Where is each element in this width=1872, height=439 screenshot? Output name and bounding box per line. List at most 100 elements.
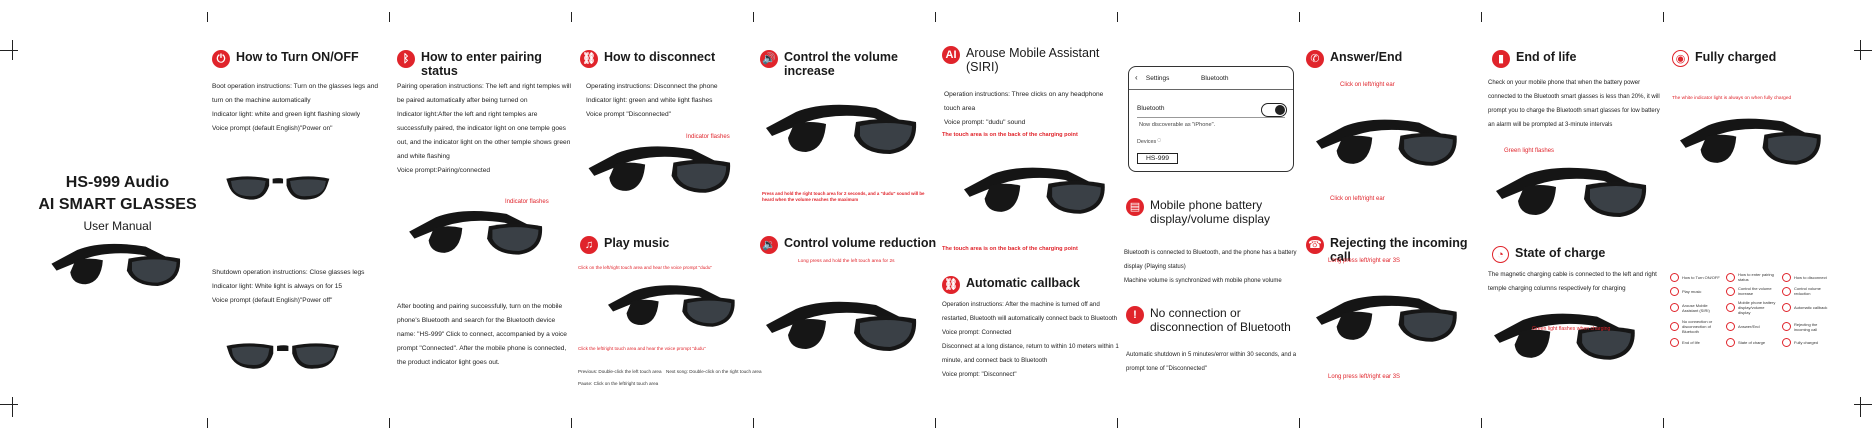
turn-on-off-title: ⏻ How to Turn ON/OFF — [212, 50, 359, 68]
phone-bluetooth-mockup: ‹ Settings Bluetooth Bluetooth Now disco… — [1128, 66, 1294, 172]
battery-display-title: ▤ Mobile phone battery display/volume di… — [1126, 198, 1300, 226]
phone-devices-label: Devices — [1137, 139, 1157, 145]
legend-dot-icon — [1670, 322, 1679, 331]
fully-charged-title: ◉ Fully charged — [1672, 50, 1776, 67]
pairing-glasses-image — [409, 211, 543, 255]
battery-icon: ▤ — [1126, 198, 1144, 216]
play-music-top-label: Click on the left/right touch area and h… — [578, 265, 713, 270]
legend-item: Arouse Mobile Assistant (SIRI) — [1670, 300, 1722, 315]
fully-charged-panel: ◉ Fully charged The white indicator ligh… — [1670, 0, 1860, 439]
legend-dot-icon — [1782, 338, 1791, 347]
siri-top-label: The touch area is on the back of the cha… — [942, 132, 1078, 138]
siri-panel: AI Arouse Mobile Assistant (SIRI) Operat… — [942, 0, 1122, 439]
legend-dot-icon — [1782, 286, 1791, 296]
legend-item: No connection or disconnection of Blueto… — [1670, 319, 1722, 334]
legend-item: Control the volume increase — [1726, 286, 1778, 296]
legend-dot-icon — [1670, 338, 1679, 347]
end-of-life-glasses-image — [1496, 167, 1647, 217]
end-of-life-label: Green light flashes — [1504, 148, 1555, 154]
legend-item: Automatic callback — [1782, 300, 1834, 315]
legend-item: End of life — [1670, 338, 1722, 347]
play-music-note-pause: Pause: Click on the left/right touch are… — [578, 381, 659, 386]
legend-item: How to enter pairing status — [1726, 272, 1778, 282]
volume-increase-glasses-image — [766, 104, 917, 154]
phone-back-button[interactable]: ‹ Settings — [1135, 73, 1170, 82]
cover-product: AI SMART GLASSES — [38, 196, 197, 213]
disconnect-glasses-image — [588, 146, 731, 193]
play-music-note-next: Next song: Double-click on the right tou… — [666, 369, 762, 374]
no-connection-text: Automatic shutdown in 5 minutes/error wi… — [1126, 352, 1297, 372]
link-icon: ⛓ — [580, 50, 598, 68]
end-of-life-title: ▮ End of life — [1492, 50, 1576, 68]
end-of-life-text: Check on your mobile phone that when the… — [1488, 80, 1660, 128]
disconnect-panel: ⛓ How to disconnect Operating instructio… — [578, 0, 762, 439]
fully-charged-label: The white indicator light is always on w… — [1672, 96, 1792, 101]
answer-end-top-label: Click on left/right ear — [1340, 82, 1395, 88]
play-music-note-previous: Previous: Double-click the left touch ar… — [578, 369, 662, 374]
volume-reduction-glasses-image — [766, 301, 917, 351]
answer-end-title: ✆ Answer/End — [1306, 50, 1402, 68]
cover-panel: HS-999 Audio AI SMART GLASSES User Manua… — [30, 0, 205, 439]
siri-bottom-label: The touch area is on the back of the cha… — [942, 246, 1078, 252]
cover-model: HS-999 Audio — [65, 174, 170, 191]
state-of-charge-text: The magnetic charging cable is connected… — [1488, 271, 1657, 292]
play-music-bottom-label: Click the left/right touch area and hear… — [578, 346, 706, 351]
volume-increase-label: Press and hold the right touch area for … — [762, 191, 925, 202]
pairing-title: ᛒ How to enter pairing status — [397, 50, 575, 78]
siri-text: Operation instructions: Three clicks on … — [944, 91, 1104, 126]
legend-item: How to disconnect — [1782, 272, 1834, 282]
volume-panel: 🔊 Control the volume increase Press and … — [760, 0, 940, 439]
battery-full-icon: ◉ — [1672, 50, 1689, 67]
play-music-title: ♫ Play music — [580, 236, 669, 254]
phone-bluetooth-row-label: Bluetooth — [1137, 105, 1165, 112]
glasses-front-image — [226, 176, 330, 200]
callback-title: ⛓ Automatic callback — [942, 276, 1080, 294]
answer-end-glasses-image — [1316, 119, 1457, 166]
legend-dot-icon — [1670, 303, 1679, 312]
callback-text: Operation instructions: After the machin… — [942, 301, 1119, 378]
phone-discoverable-text: Now discoverable as "iPhone". — [1139, 122, 1216, 128]
legend-item: Mobile phone battery display/volume disp… — [1726, 300, 1778, 315]
answer-end-bottom-label: Click on left/right ear — [1330, 196, 1385, 202]
bluetooth-toggle[interactable] — [1261, 103, 1287, 117]
legend-item: Play music — [1670, 286, 1722, 296]
battery-display-text: Bluetooth is connected to Bluetooth, and… — [1124, 250, 1297, 284]
siri-glasses-image — [964, 167, 1105, 214]
state-of-charge-label: Green light flashes when charging — [1532, 326, 1611, 332]
pairing-text: Pairing operation instructions: The left… — [397, 83, 571, 174]
legend-dot-icon — [1726, 322, 1735, 331]
volume-increase-title: 🔊 Control the volume increase — [760, 50, 940, 78]
no-connection-title: ! No connection or disconnection of Blue… — [1126, 306, 1306, 334]
legend-item: Rejecting the incoming call — [1782, 319, 1834, 334]
legend-dot-icon — [1670, 272, 1679, 282]
pairing-connect-text: After booting and pairing successfully, … — [397, 303, 567, 366]
legend-dot-icon — [1726, 286, 1735, 296]
disconnect-text: Operating instructions: Disconnect the p… — [586, 83, 718, 118]
disconnect-title: ⛓ How to disconnect — [580, 50, 715, 68]
legend-item: Fully charged — [1782, 338, 1834, 347]
warning-icon: ! — [1126, 306, 1144, 324]
legend-dot-icon — [1726, 303, 1735, 312]
volume-down-icon: 🔉 — [760, 236, 778, 254]
state-of-charge-glasses-image — [1494, 313, 1635, 360]
volume-up-icon: 🔊 — [760, 50, 778, 68]
reject-title: ☎ Rejecting the incoming call — [1306, 236, 1486, 264]
cover-glasses-image — [51, 243, 181, 286]
pairing-panel: ᛒ How to enter pairing status Pairing op… — [395, 0, 575, 439]
cover-subtitle: User Manual — [83, 219, 152, 233]
bluetooth-panel: ‹ Settings Bluetooth Bluetooth Now disco… — [1124, 0, 1304, 439]
legend-item: State of charge — [1726, 338, 1778, 347]
ai-icon: AI — [942, 46, 960, 64]
volume-reduction-title: 🔉 Control volume reduction — [760, 236, 936, 254]
legend-item: Answer/End — [1726, 319, 1778, 334]
siri-title: AI Arouse Mobile Assistant (SIRI) — [942, 46, 1106, 74]
chevron-left-icon: ‹ — [1135, 73, 1138, 82]
battery-panel: ▮ End of life Check on your mobile phone… — [1488, 0, 1668, 439]
glasses-front-image-2 — [226, 343, 339, 369]
legend-dot-icon — [1670, 286, 1679, 296]
calls-panel: ✆ Answer/End Click on left/right ear Cli… — [1306, 0, 1486, 439]
phone-icon: ✆ — [1306, 50, 1324, 68]
phone-device-hs999[interactable]: HS-999 — [1137, 153, 1179, 164]
legend-dot-icon — [1726, 338, 1735, 347]
reject-bottom-label: Long press left/right ear 3S — [1328, 374, 1401, 380]
